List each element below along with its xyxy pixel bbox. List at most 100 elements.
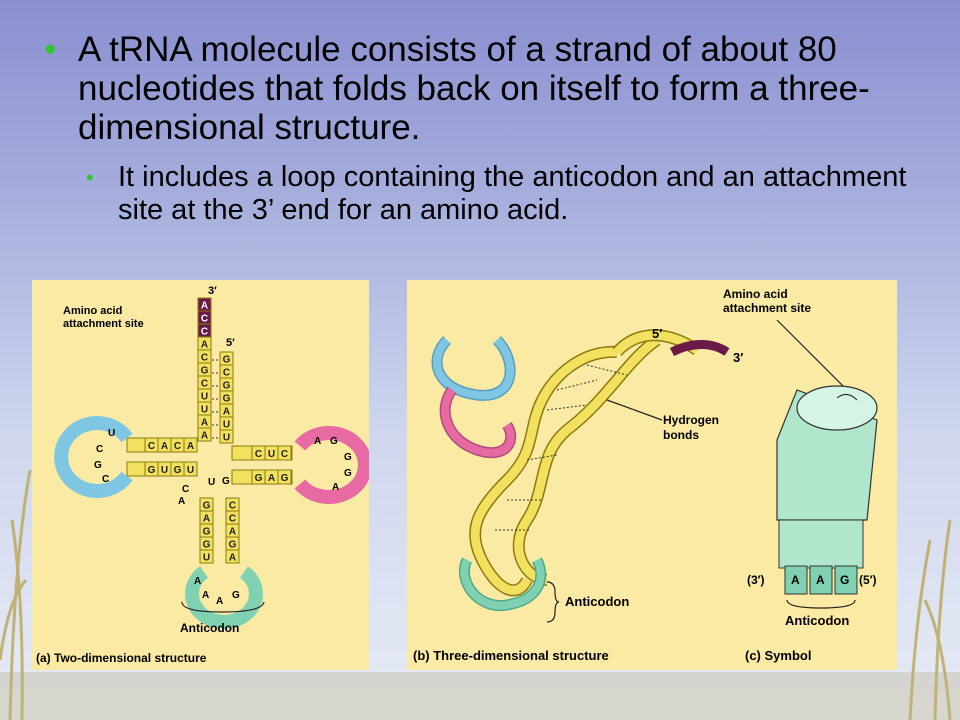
nucleotide-letter: U — [187, 465, 194, 476]
nucleotide-letter: C — [148, 441, 155, 452]
anticodon-loop — [185, 566, 263, 629]
three-dimensional-diagram: 5′ 3′ Hydrogen bonds Anticodon (b) Three… — [413, 287, 878, 663]
nucleotide-box — [183, 437, 198, 453]
symbol-three-prime: (3′) — [747, 573, 765, 587]
nucleotide-letter: C — [201, 327, 208, 338]
attachment-site-label-2: attachment site — [63, 318, 144, 330]
bullet-sub: • It includes a loop containing the anti… — [86, 161, 924, 227]
nucleotide-letter: C — [281, 449, 288, 460]
nucleotide-box — [219, 429, 234, 444]
bullet-list: • A tRNA molecule consists of a strand o… — [44, 30, 924, 227]
nucleotide-letter: A — [268, 473, 275, 484]
nucleotide-box — [277, 445, 292, 461]
nucleotide-letter: A — [201, 431, 208, 442]
nucleotide-letter: U — [223, 420, 230, 431]
nucleotide-letter: C — [255, 449, 262, 460]
symbol-site-label-1: Amino acid — [723, 287, 788, 301]
bullet-main-text: A tRNA molecule consists of a strand of … — [78, 30, 870, 147]
nucleotide-letter: C — [229, 501, 236, 512]
two-dimensional-diagram: Amino acid attachment site 3′ 5′ ACCACGC… — [36, 285, 369, 665]
nucleotide-letter: U — [223, 433, 230, 444]
symbol-base-2: A — [816, 573, 825, 587]
nucleotide-letter: G — [203, 540, 211, 551]
nucleotide-box — [225, 549, 240, 564]
left-loop — [54, 416, 133, 498]
anticodon-brace — [181, 601, 265, 613]
ground-strip — [0, 672, 960, 720]
nucleotide-letter: A — [203, 514, 210, 525]
anticodon-nucleotide: A — [202, 590, 209, 601]
nucleotide-letter: A — [229, 553, 236, 564]
nucleotide-letter: A — [187, 441, 194, 452]
anticodon-label-3d: Anticodon — [565, 594, 629, 609]
symbol-brace — [786, 599, 856, 609]
nucleotide-letter: C — [201, 379, 208, 390]
nucleotide-letter: C — [223, 368, 230, 379]
nucleotide-letter: G — [255, 473, 263, 484]
nucleotide-letter: G — [201, 366, 209, 377]
loop-nucleotide: U — [108, 428, 115, 439]
nucleotide-box — [199, 549, 214, 564]
loop-nucleotide: A — [314, 436, 321, 447]
loop-nucleotide: C — [96, 444, 103, 455]
caption-b: (b) Three-dimensional structure — [413, 648, 609, 663]
hbonds-label-2: bonds — [663, 428, 699, 442]
five-prime-label: 5′ — [226, 337, 235, 349]
symbol-site-label-2: attachment site — [723, 301, 811, 315]
attachment-site-label-1: Amino acid — [63, 305, 122, 317]
symbol-anticodon-label: Anticodon — [785, 613, 849, 628]
bullet-dot: • — [86, 165, 94, 190]
panel-three-dimensional: 5′ 3′ Hydrogen bonds Anticodon (b) Three… — [407, 280, 897, 670]
junction-nucleotide: G — [222, 476, 230, 487]
nucleotide-letter: G — [203, 501, 211, 512]
nucleotide-letter: A — [161, 441, 168, 452]
five-prime-label-3d: 5′ — [652, 326, 662, 341]
nucleotide-letter: U — [268, 449, 275, 460]
nucleotide-letter: C — [201, 353, 208, 364]
loop-nucleotide: G — [94, 460, 102, 471]
ribbon-3d — [431, 329, 730, 611]
right-loop — [294, 426, 369, 504]
nucleotide-letter: A — [201, 340, 208, 351]
bullet-dot: • — [44, 30, 57, 69]
nucleotide-letter: A — [223, 407, 230, 418]
loop-nucleotide: C — [102, 474, 109, 485]
three-prime-label: 3′ — [208, 285, 217, 297]
nucleotide-letter: C — [201, 314, 208, 325]
loop-nucleotide: G — [344, 452, 352, 463]
three-prime-label-3d: 3′ — [733, 350, 743, 365]
nucleotide-letter: G — [281, 473, 289, 484]
nucleotide-letter: U — [201, 392, 208, 403]
caption-a: (a) Two-dimensional structure — [36, 651, 207, 665]
nucleotide-letter: U — [161, 465, 168, 476]
nucleotide-box — [197, 427, 212, 442]
nucleotide-box — [183, 461, 198, 477]
nucleotide-letter: G — [148, 465, 156, 476]
symbol-five-prime: (5′) — [859, 573, 877, 587]
junction-nucleotide: U — [208, 477, 215, 488]
junction-nucleotide: A — [178, 496, 185, 507]
nucleotide-letter: A — [201, 418, 208, 429]
anticodon-label: Anticodon — [180, 621, 239, 635]
grass-left — [0, 469, 32, 720]
hbonds-label-1: Hydrogen — [663, 413, 719, 427]
symbol-base-1: A — [791, 573, 800, 587]
nucleotide-letter: U — [203, 553, 210, 564]
caption-c: (c) Symbol — [745, 648, 811, 663]
nucleotide-box — [277, 469, 292, 485]
anticodon-nucleotide: A — [216, 596, 223, 607]
symbol-base-3: G — [840, 573, 849, 587]
loop-nucleotide: A — [332, 482, 339, 493]
